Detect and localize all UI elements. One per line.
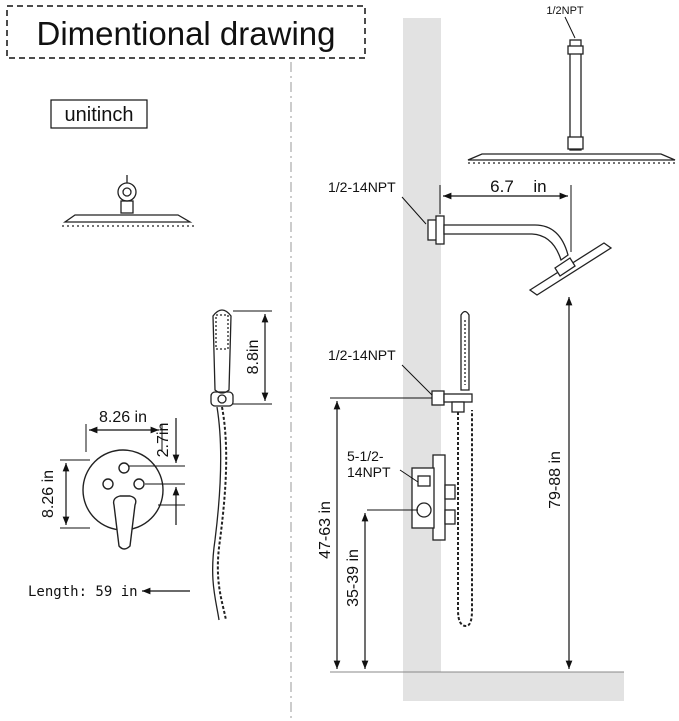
showerhead-height-label: 79-88 in [547,451,564,509]
ceiling-thread-label: 1/2NPT [546,5,584,17]
arm-thread-label: 1/2-14NPT [328,179,396,195]
valve-width-label: 8.26 in [99,409,147,426]
valve-thread-label-line2: 14NPT [347,464,391,480]
valve-height-label: 8.26 in [40,470,57,518]
arm-length-value: 6.7 [490,177,514,196]
handshower-bar-icon [431,310,473,628]
page-title: Dimentional drawing [37,15,336,52]
wall-arm-showerhead-icon [427,215,613,296]
wall-cavity [441,18,624,672]
arm-length-unit: in [533,177,546,196]
valve-floor-height-label: 35-39 in [345,549,362,607]
floor [403,672,624,701]
valve-offset-label: 2.7in [155,423,172,458]
ceiling-showerhead-icon [467,39,676,164]
showerhead-icon [62,175,194,227]
valve-body-icon [411,454,456,541]
title-box [6,5,366,59]
valve-trim-icon [82,449,164,550]
hose-length-label: Length: 59 in [28,584,138,600]
handshower-height-label: 8.8in [245,340,262,375]
valve-thread-label-line1: 5-1/2- [347,448,384,464]
unit-label: unitinch [65,104,134,126]
unit-box [50,99,148,129]
outlet-height-label: 47-63 in [317,501,334,559]
outlet-thread-label: 1/2-14NPT [328,347,396,363]
handshower-icon [210,309,234,621]
